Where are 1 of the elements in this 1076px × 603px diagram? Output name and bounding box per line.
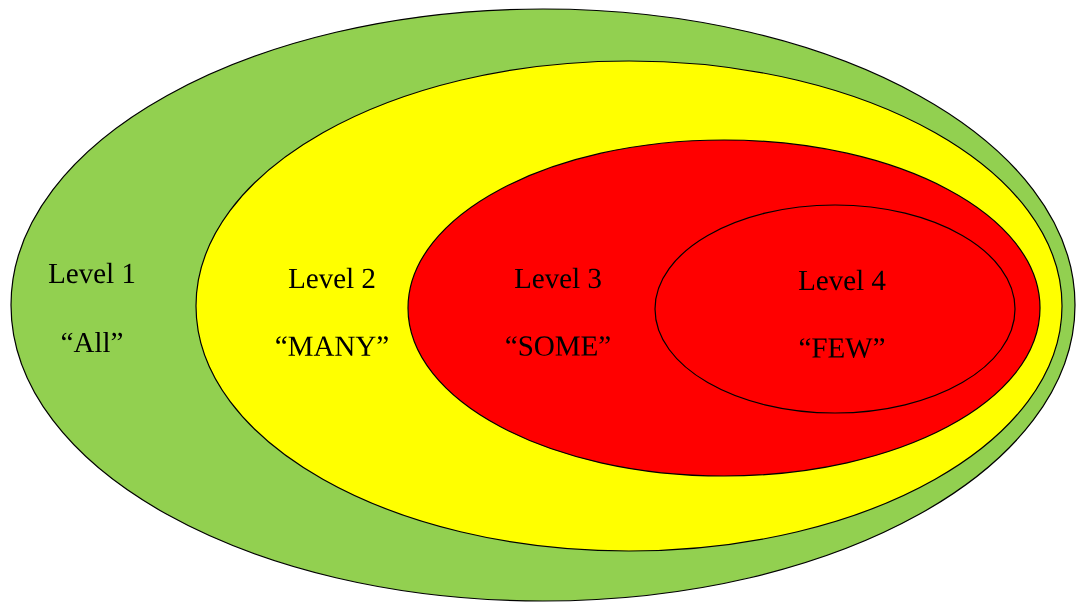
ellipse-region: Level 4 “FEW” [654, 204, 1016, 414]
